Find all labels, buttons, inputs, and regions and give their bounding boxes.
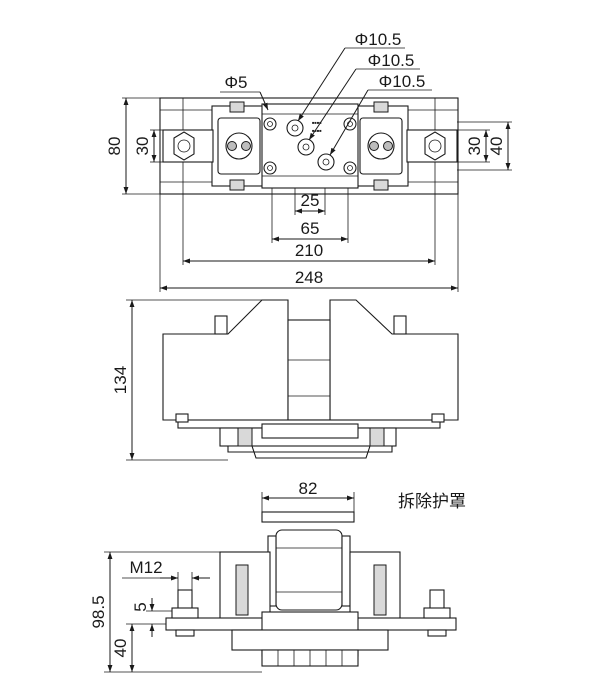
dim-m12: M12 [129, 558, 162, 577]
dim-phi5: Φ5 [224, 73, 247, 92]
front-fuse [287, 319, 331, 421]
dim-40-side: 40 [111, 639, 130, 658]
hole-phi105-c [317, 153, 335, 171]
top-view: ■■■■ ■■■■ Φ5 [105, 30, 512, 292]
dim-30-left: 30 [133, 137, 152, 156]
dim-210: 210 [295, 241, 323, 260]
cover-removed-note: 拆除护罩 [398, 492, 466, 512]
dim-248: 248 [295, 268, 323, 287]
hole-phi105-b [297, 138, 315, 156]
dim-phi105-a: Φ10.5 [355, 30, 402, 49]
svg-text:■■■■: ■■■■ [312, 128, 322, 133]
hole-phi105-a [286, 119, 304, 137]
front-left-cover [162, 299, 289, 421]
dim-80: 80 [105, 137, 124, 156]
dim-5: 5 [131, 602, 150, 611]
dim-25: 25 [301, 191, 320, 210]
dim-phi105-b: Φ10.5 [368, 51, 415, 70]
top-right-nut [424, 131, 446, 161]
top-screw [229, 101, 245, 113]
dim-40: 40 [487, 137, 506, 156]
svg-text:■■■■: ■■■■ [312, 120, 322, 125]
side-fuse [275, 529, 343, 611]
dim-65: 65 [301, 219, 320, 238]
front-view: 134 [111, 299, 459, 461]
top-left-nut [173, 131, 195, 161]
dim-82: 82 [299, 479, 318, 498]
dim-phi105-c: Φ10.5 [379, 72, 426, 91]
dim-134: 134 [111, 366, 130, 394]
dim-98-5: 98.5 [89, 595, 108, 628]
dim-30-right: 30 [465, 137, 484, 156]
side-view: 82 M12 5 98.5 40 拆除护罩 [89, 479, 466, 673]
